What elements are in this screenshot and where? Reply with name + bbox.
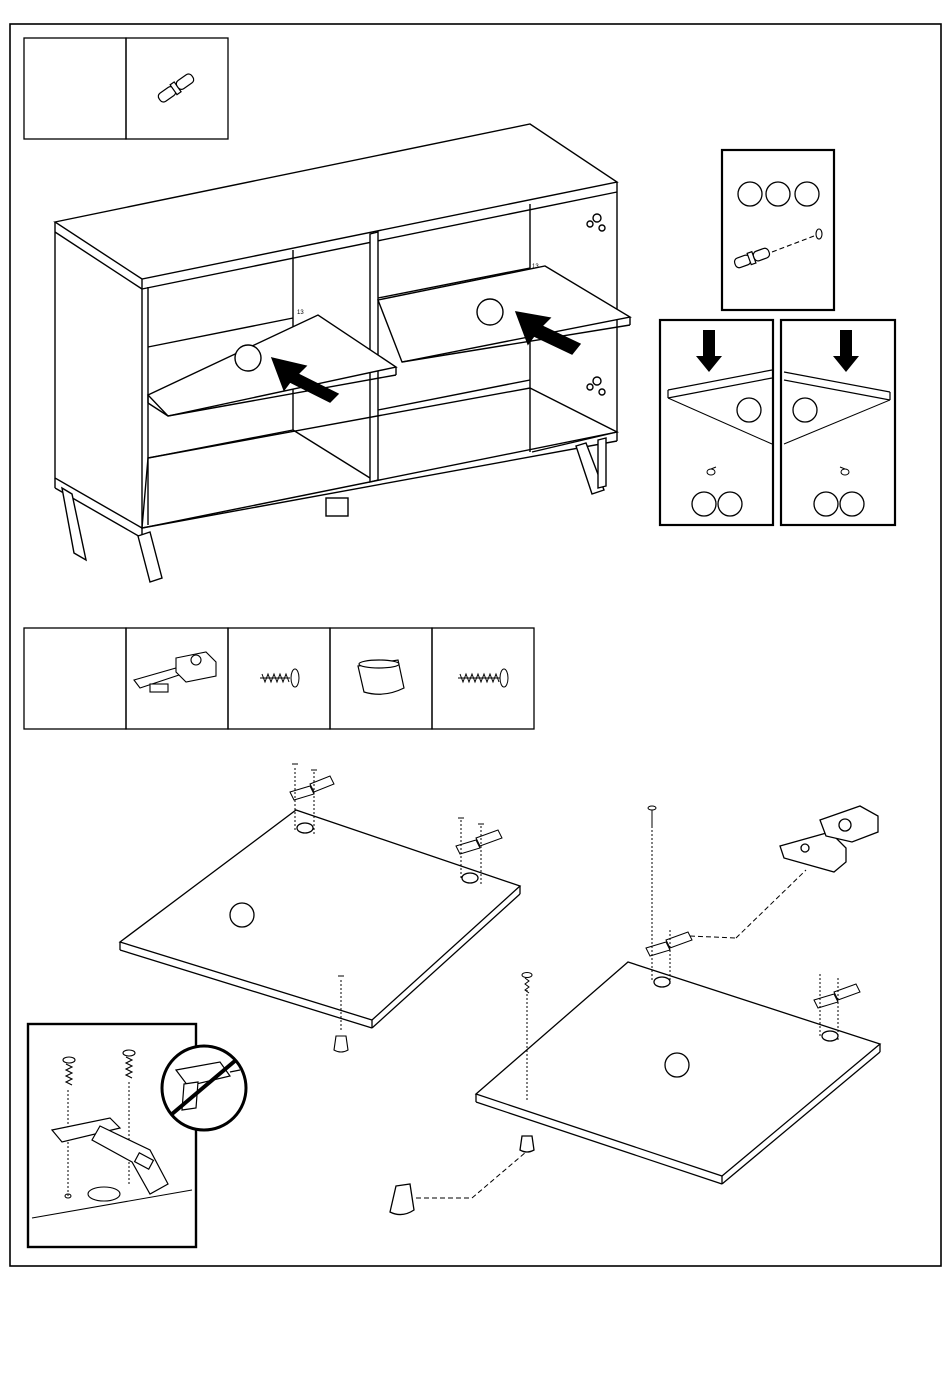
long-screw-icon: [458, 669, 508, 687]
shelf-parts-strip: [24, 38, 228, 139]
shelf-drop-inset-left: [660, 320, 773, 525]
hinge-detail-callout: [780, 806, 878, 872]
side-mark-right: 13: [532, 264, 539, 270]
shelf-right-marker: [477, 299, 503, 325]
pin-inset-marker-1: [738, 182, 762, 206]
drop-right-pin-marker-1: [814, 492, 838, 516]
drop-left-marker: [737, 398, 761, 422]
short-screw-icon: [260, 669, 299, 687]
door-right-marker: [665, 1053, 689, 1077]
door-parts-strip: [24, 628, 534, 729]
shelf-right: [378, 266, 630, 362]
shelf-left-marker: [235, 345, 261, 371]
shelf-pin-icon: [733, 246, 771, 270]
hinge-detail-inset: [28, 1024, 246, 1247]
cabinet-drawing: [55, 124, 630, 582]
door-left-marker: [230, 903, 254, 927]
shelf-drop-inset-right: [781, 320, 895, 525]
knob-icon: [334, 1036, 348, 1052]
door-parts-count-cell: [24, 628, 126, 729]
door-left: [120, 764, 520, 1052]
drop-right-pin-marker-2: [840, 492, 864, 516]
drop-left-pin-marker-2: [718, 492, 742, 516]
cabinet-top-board: [55, 124, 617, 279]
knob-icon: [358, 660, 404, 694]
shelf-pin-small-icon: [707, 467, 716, 475]
pin-inset-marker-3: [795, 182, 819, 206]
pin-insert-inset: [722, 150, 834, 310]
knob-icon: [390, 1136, 534, 1215]
drop-right-marker: [793, 398, 817, 422]
shelf-pin-icon: [156, 72, 196, 105]
shelf-left: [148, 315, 396, 416]
hinge-holes-lower: [587, 377, 605, 395]
hinge-holes-upper: [587, 214, 605, 231]
no-power-drill-icon: [162, 1046, 246, 1130]
side-mark-left: 13: [297, 310, 304, 316]
drop-left-pin-marker-1: [692, 492, 716, 516]
shelf-pin-small-icon: [840, 467, 849, 475]
pin-inset-marker-2: [766, 182, 790, 206]
parts-count-cell: [24, 38, 126, 139]
hinge-icon: [134, 652, 216, 692]
